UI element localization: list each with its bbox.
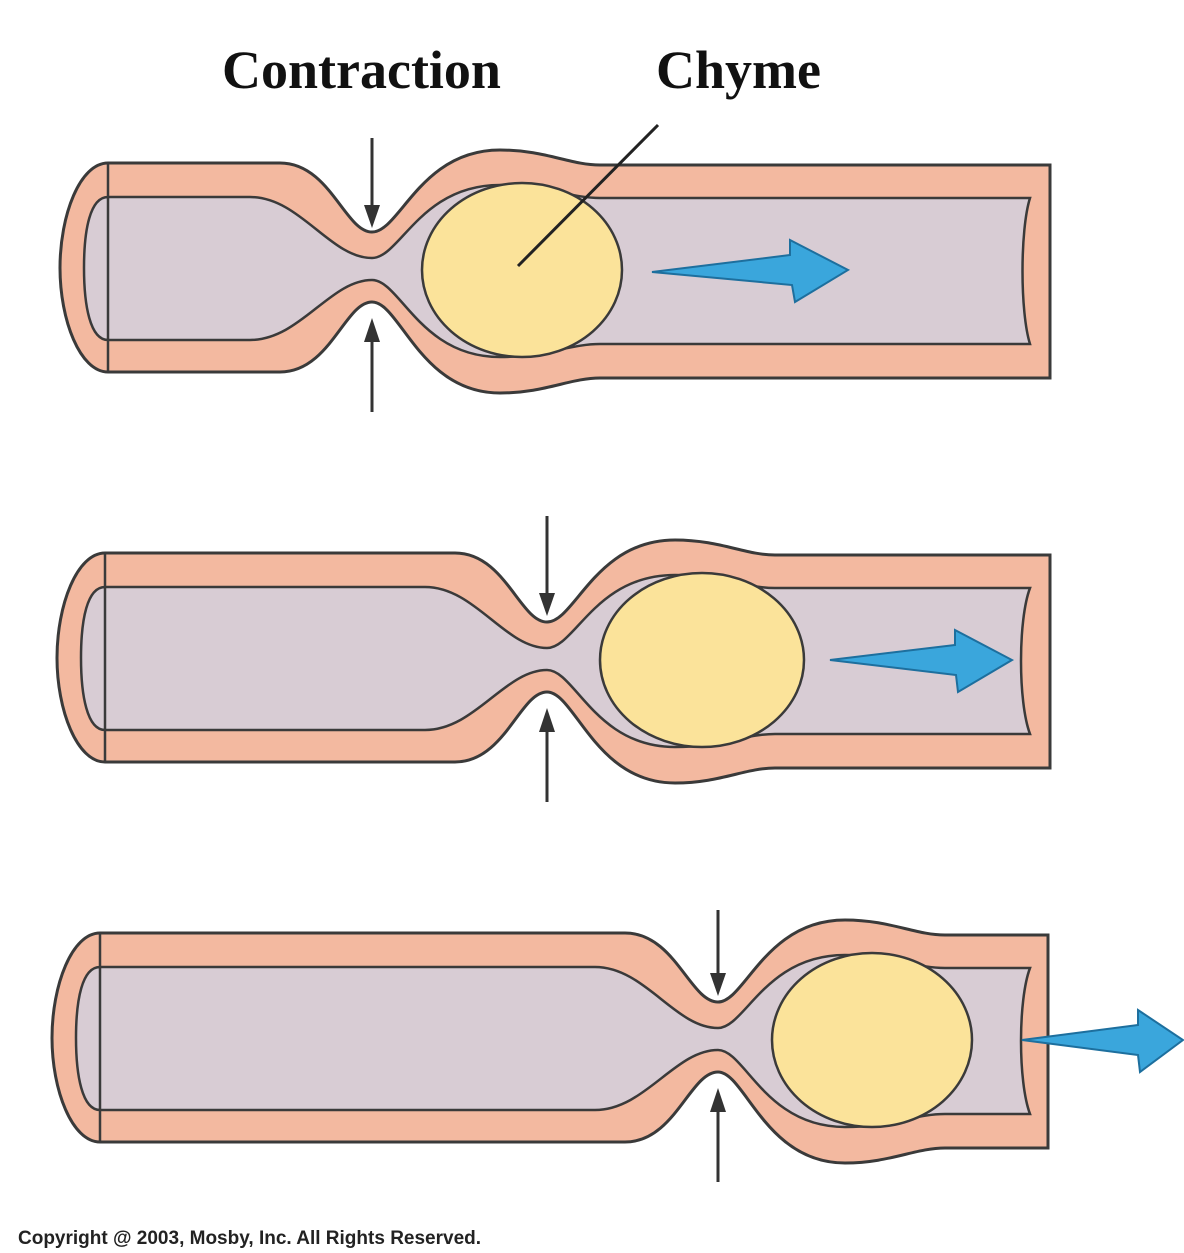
chyme-bolus bbox=[600, 573, 804, 747]
chyme-bolus bbox=[772, 953, 972, 1127]
contraction-arrow-top bbox=[364, 138, 380, 228]
contraction-arrow-top bbox=[710, 910, 726, 996]
contraction-arrow-bottom bbox=[539, 708, 555, 802]
panel-1 bbox=[60, 125, 1050, 412]
copyright-text: Copyright @ 2003, Mosby, Inc. All Rights… bbox=[18, 1228, 481, 1249]
contraction-arrow-bottom bbox=[710, 1088, 726, 1182]
chyme-label: Chyme bbox=[656, 40, 821, 100]
contraction-label: Contraction bbox=[222, 40, 501, 100]
contraction-arrow-bottom bbox=[364, 318, 380, 412]
panel-2 bbox=[57, 516, 1050, 802]
panel-3 bbox=[52, 910, 1183, 1182]
chyme-bolus bbox=[422, 183, 622, 357]
contraction-arrow-top bbox=[539, 516, 555, 616]
